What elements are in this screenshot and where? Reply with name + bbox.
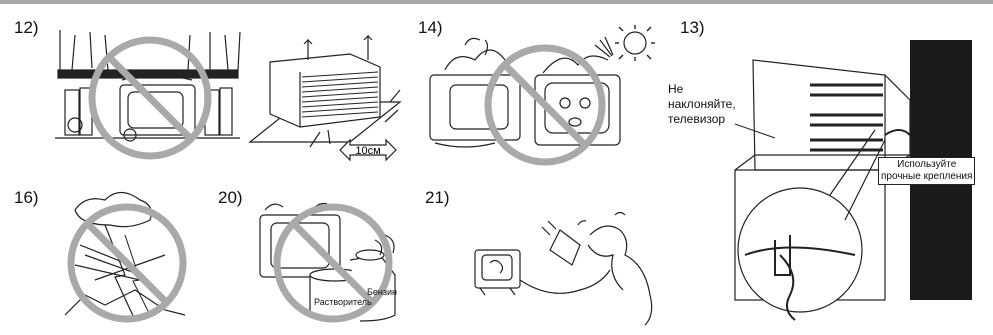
warning-text: Не наклоняйте, телевизор bbox=[668, 82, 736, 127]
fastener-tag: Используйте прочные крепления bbox=[878, 157, 975, 185]
figure-16-number: 16) bbox=[14, 188, 39, 208]
figure-16-illustration bbox=[55, 185, 195, 325]
can-label-solvent: Растворитель bbox=[314, 295, 372, 310]
ventilation-clearance-illustration bbox=[240, 32, 410, 152]
figure-14-illustration bbox=[425, 25, 665, 155]
figure-21-illustration bbox=[470, 205, 670, 325]
can-label-gasoline: Бензин bbox=[367, 285, 397, 300]
figure-20-number: 20) bbox=[218, 188, 243, 208]
figure-13-number: 13) bbox=[680, 18, 705, 38]
ten-cm-label: 10см bbox=[355, 145, 380, 157]
figure-12-number: 12) bbox=[14, 18, 39, 38]
warning-pointer bbox=[735, 112, 795, 142]
top-rule bbox=[0, 0, 993, 4]
ten-cm-arrow: 10см bbox=[338, 138, 398, 162]
figure-13-illustration bbox=[735, 40, 975, 330]
figure-21-number: 21) bbox=[425, 188, 450, 208]
